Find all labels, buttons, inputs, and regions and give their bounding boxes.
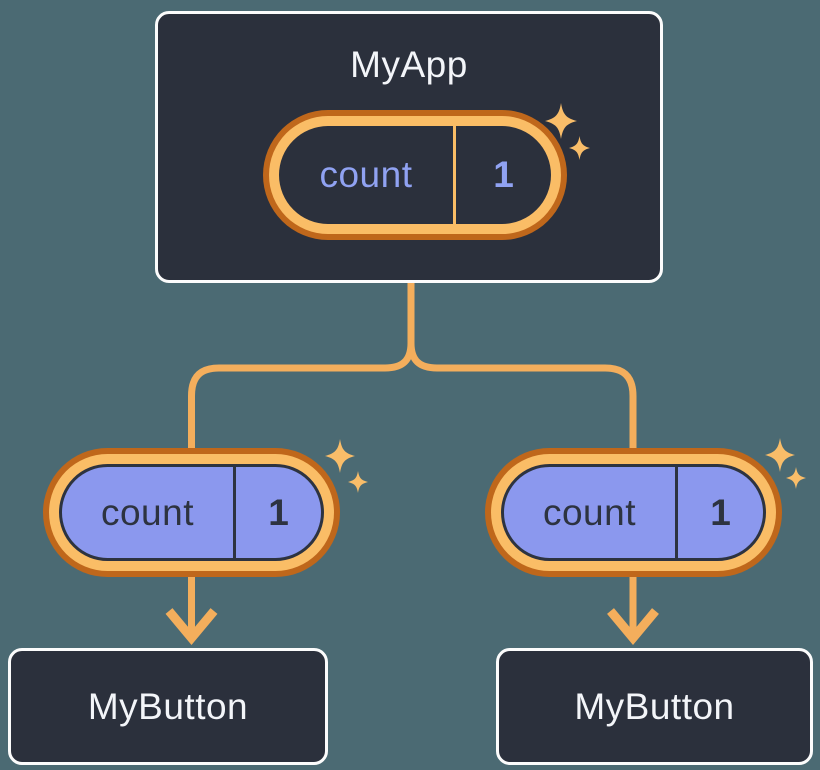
connector-right-branch [407, 281, 637, 631]
sparkle-icon [786, 467, 806, 489]
arrowhead-right-icon [607, 608, 659, 646]
component-title-mybutton-right: MyButton [574, 685, 735, 727]
prop-name-left: count [100, 491, 194, 533]
pill-divider [453, 126, 456, 224]
state-name-root: count [319, 154, 413, 195]
component-box-mybutton-right: MyButton [496, 648, 813, 765]
sparkle-icon [325, 439, 355, 473]
pill-divider [233, 467, 236, 558]
prop-value-right: 1 [710, 491, 731, 533]
prop-name-right: count [542, 491, 636, 533]
state-pill-root: count 1 [263, 110, 567, 240]
component-title-myapp: MyApp [350, 44, 468, 85]
prop-value-left: 1 [268, 491, 289, 533]
prop-pill-right: count 1 [485, 448, 782, 577]
sparkle-icon [348, 471, 368, 493]
arrowhead-left-icon [165, 608, 218, 646]
pill-divider [675, 467, 678, 558]
sparkle-icon [545, 103, 577, 139]
component-title-mybutton-left: MyButton [87, 685, 249, 727]
component-box-mybutton-left: MyButton [8, 648, 328, 765]
state-value-root: 1 [493, 154, 514, 195]
prop-pill-left: count 1 [43, 448, 340, 577]
sparkle-icon [569, 136, 590, 160]
